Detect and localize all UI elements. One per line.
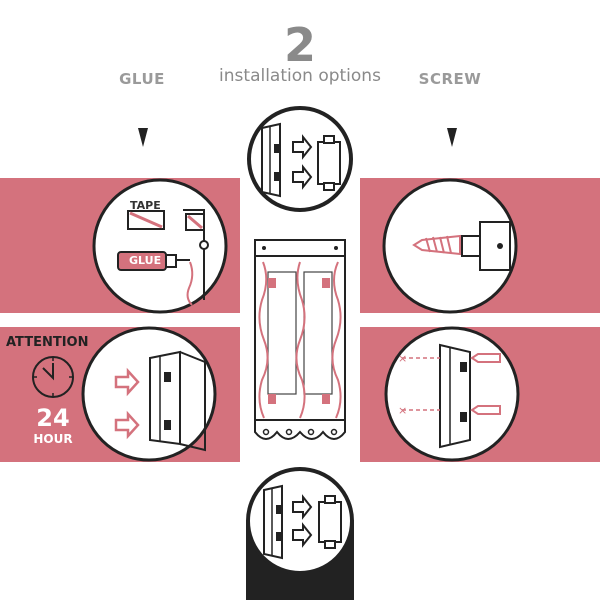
svg-text:×: × [398, 404, 407, 417]
down-arrow-icon [447, 128, 457, 147]
attention-title: ATTENTION [6, 335, 89, 350]
attention-hours-unit: HOUR [33, 432, 73, 446]
top-mounting-circle [247, 106, 353, 212]
right-arrow-icon [292, 494, 313, 520]
glue-press-circle [81, 326, 217, 462]
right-arrow-icon [114, 410, 140, 440]
svg-text:×: × [398, 352, 407, 365]
options-subtitle: installation options [219, 66, 381, 86]
glue-tube-label: GLUE [129, 254, 162, 267]
right-arrow-icon [292, 134, 313, 160]
glue-option-title: GLUE [119, 70, 165, 88]
screw-icon [470, 405, 501, 415]
screw-option-title: SCREW [418, 70, 482, 88]
screw-icon [470, 353, 501, 363]
screw-align-circle: × × [384, 326, 520, 462]
down-arrow-icon [138, 128, 148, 147]
clock-icon [32, 356, 74, 398]
right-arrow-icon [114, 367, 140, 397]
attention-hours: 24 [36, 404, 70, 432]
bottom-mounting-detail [246, 467, 354, 600]
options-count: 2 [283, 18, 316, 72]
right-arrow-icon [292, 522, 313, 548]
screw-wall-circle [382, 178, 518, 314]
tape-label: TAPE [130, 199, 161, 212]
right-arrow-icon [292, 164, 313, 190]
product-illustration [254, 239, 346, 440]
glue-tape-circle [92, 178, 228, 314]
